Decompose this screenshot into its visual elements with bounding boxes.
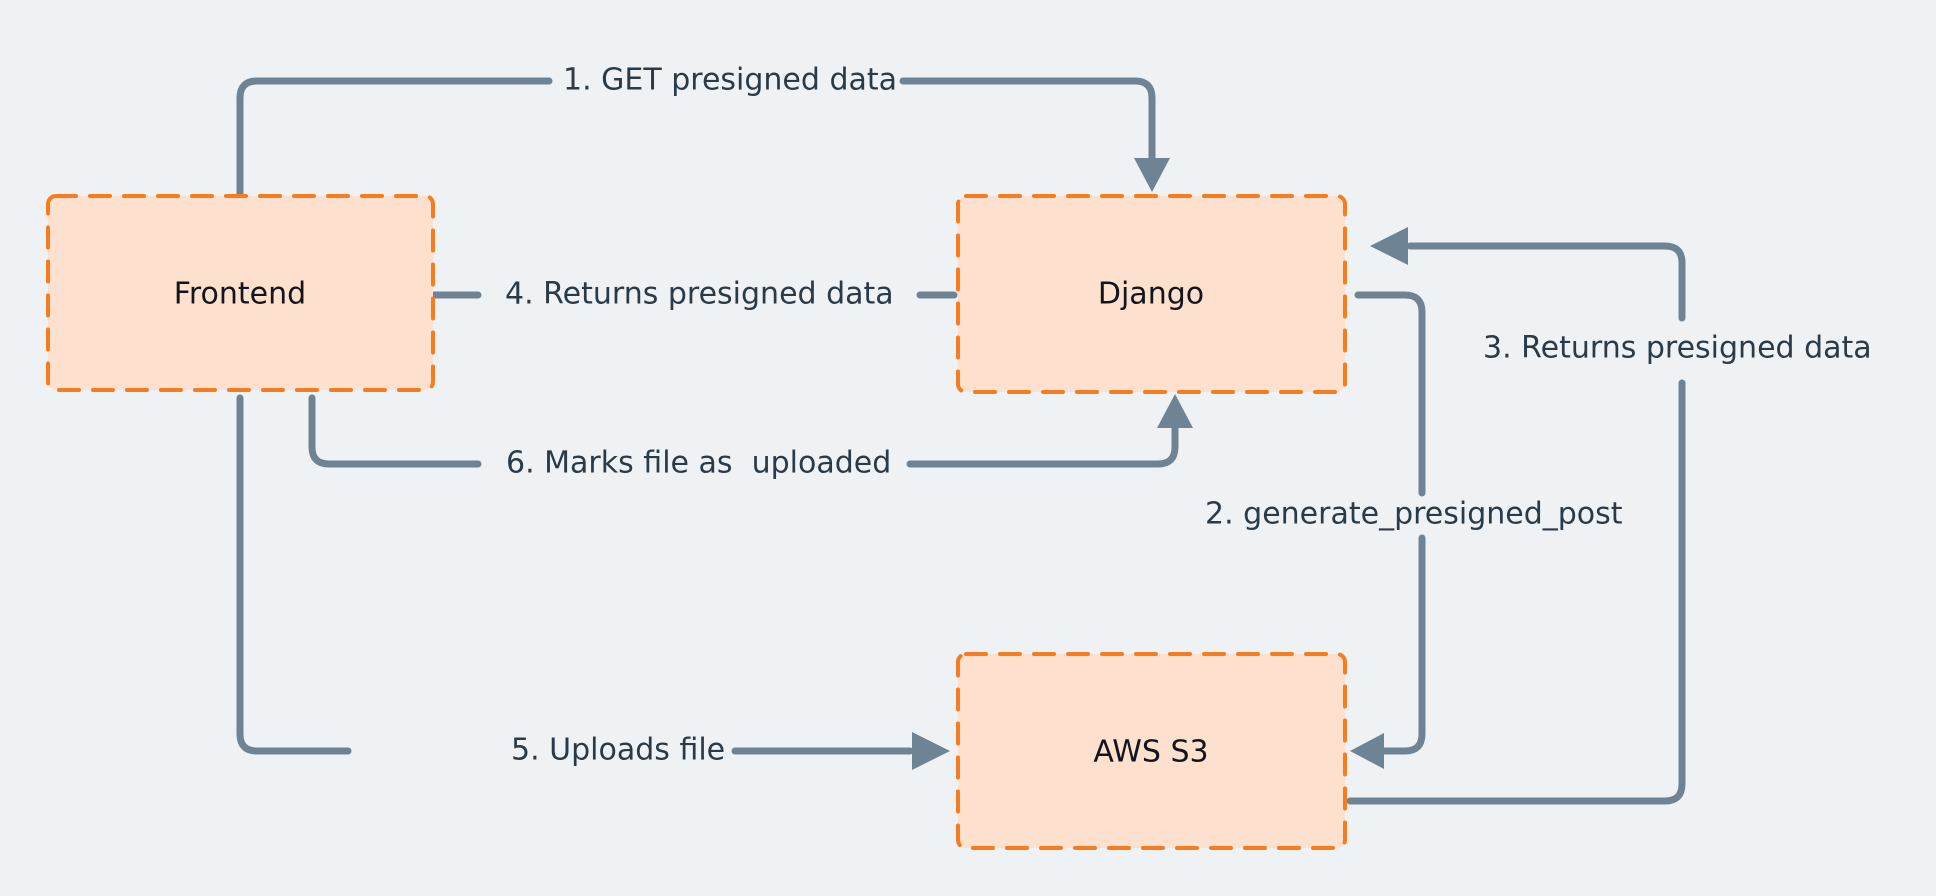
edge-3-arrowhead — [1370, 227, 1408, 265]
edge-3-label: 3. Returns presigned data — [1483, 331, 1872, 366]
node-django-label: Django — [1098, 277, 1204, 312]
edge-4-label: 4. Returns presigned data — [505, 277, 894, 312]
node-frontend-label: Frontend — [174, 277, 306, 312]
node-aws-s3[interactable]: AWS S3 — [956, 652, 1347, 850]
node-aws-s3-label: AWS S3 — [1093, 735, 1208, 770]
node-aws-s3-box[interactable] — [956, 652, 1347, 850]
edge-6-marks-file-as-uploaded — [308, 394, 1193, 468]
edge-3-line-top — [1406, 242, 1686, 322]
node-frontend[interactable]: Frontend — [46, 194, 435, 392]
edge-1-line-2 — [899, 77, 1156, 164]
edge-5-line-left — [236, 394, 352, 755]
edge-2-line-2 — [1381, 534, 1426, 755]
edge-6-arrowhead — [1157, 394, 1193, 428]
edge-1-label: 1. GET presigned data — [563, 63, 897, 98]
node-django[interactable]: Django — [956, 194, 1347, 394]
edge-2-line — [1354, 291, 1426, 497]
edge-5-uploads-file — [236, 394, 950, 770]
edge-6-line-right — [906, 424, 1179, 468]
edge-1-line — [236, 77, 553, 204]
edge-2-generate-presigned-post — [1350, 291, 1426, 769]
edge-1-arrowhead — [1134, 158, 1170, 192]
edge-1-get-presigned-data — [236, 77, 1170, 204]
edge-5-arrowhead — [912, 732, 950, 770]
edge-6-label: 6. Marks file as uploaded — [506, 446, 891, 481]
edge-6-line-left — [308, 394, 482, 468]
node-django-box[interactable] — [956, 194, 1347, 394]
node-frontend-box[interactable] — [46, 194, 435, 392]
edge-3-line-bottom — [1346, 379, 1686, 805]
edge-2-label: 2. generate_presigned_post — [1205, 497, 1623, 532]
edge-3-returns-presigned-data — [1346, 227, 1686, 805]
edge-2-arrowhead — [1350, 733, 1384, 769]
edge-5-label: 5. Uploads file — [511, 733, 725, 768]
